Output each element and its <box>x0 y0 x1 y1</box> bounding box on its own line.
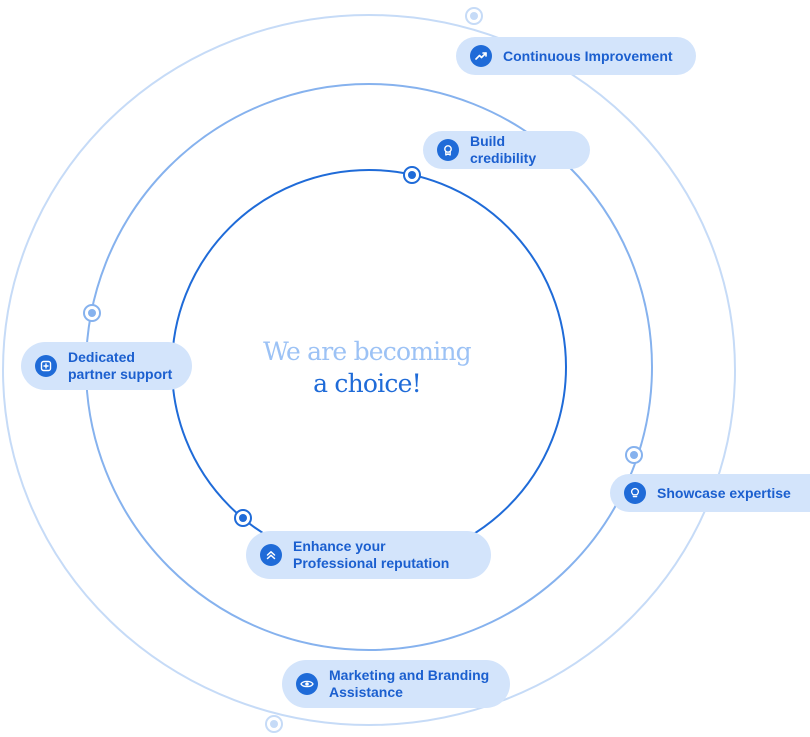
pill-label: Marketing and Branding Assistance <box>329 667 490 700</box>
inner-ring-node-top <box>403 166 421 184</box>
eye-icon <box>296 673 318 695</box>
pill-label: Dedicated partner support <box>68 349 173 382</box>
headline-line-1: We are becoming <box>263 337 471 366</box>
pill-marketing-branding: Marketing and Branding Assistance <box>282 660 510 708</box>
award-icon <box>437 139 459 161</box>
double-chevron-up-icon <box>260 544 282 566</box>
middle-ring-node-left <box>83 304 101 322</box>
headline: We are becoming a choice! <box>217 336 517 400</box>
pill-showcase-expertise: Showcase expertise <box>610 474 810 512</box>
pill-label: Continuous Improvement <box>503 47 673 64</box>
pill-enhance-reputation: Enhance your Professional reputation <box>246 531 491 579</box>
inner-ring-node-bottom <box>234 509 252 527</box>
pill-label: Build credibility <box>470 133 537 166</box>
pill-label: Showcase expertise <box>657 484 791 501</box>
outer-ring-node-bottom <box>265 715 283 733</box>
chat-plus-icon <box>35 355 57 377</box>
pill-build-credibility: Build credibility <box>423 131 590 169</box>
headline-line-2: a choice! <box>313 369 421 398</box>
outer-ring <box>2 14 736 726</box>
lightbulb-icon <box>624 482 646 504</box>
pill-label: Enhance your Professional reputation <box>293 538 450 571</box>
outer-ring-node-top <box>465 7 483 25</box>
middle-ring-node-right <box>625 446 643 464</box>
pill-continuous-improvement: Continuous Improvement <box>456 37 696 75</box>
trending-up-icon <box>470 45 492 67</box>
pill-dedicated-partner-support: Dedicated partner support <box>21 342 192 390</box>
